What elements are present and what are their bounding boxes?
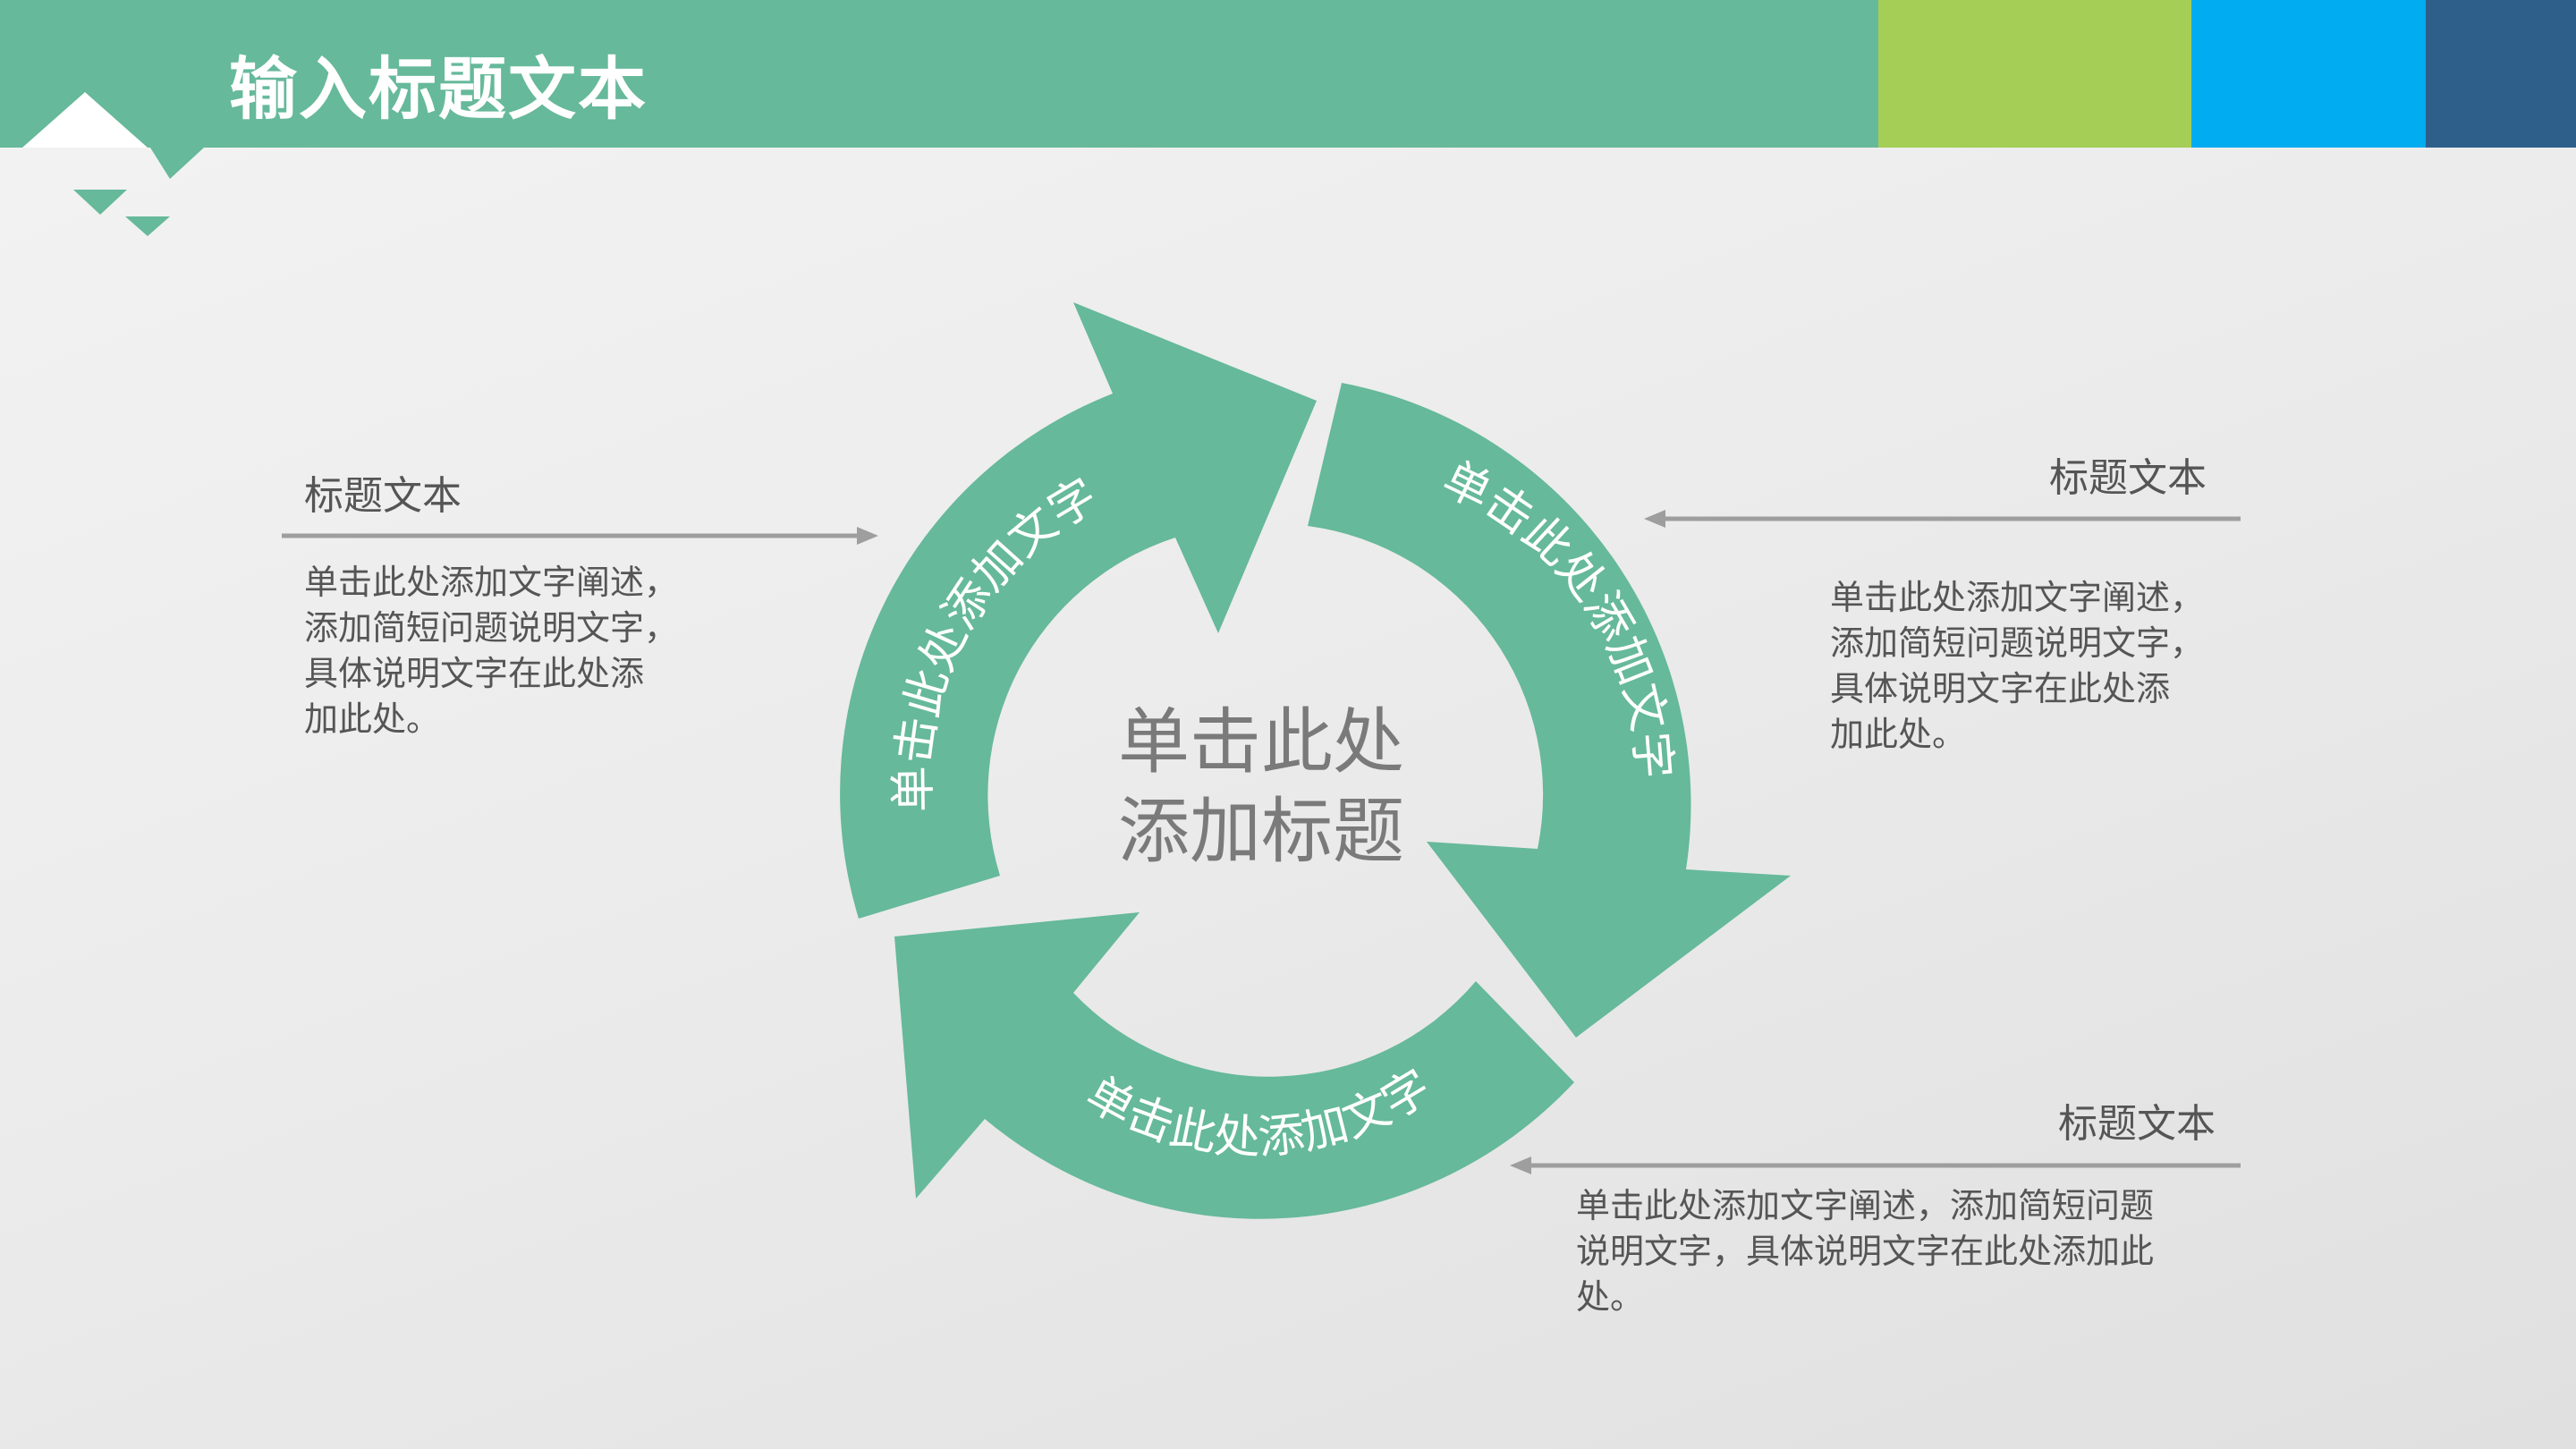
callout-body-line: 添加简短问题说明文字， — [304, 608, 679, 648]
center-title-line: 添加标题 — [1118, 790, 1404, 873]
callout-body-line: 处。 — [1576, 1277, 1645, 1317]
cycle-arrow-bottom — [894, 912, 1574, 1219]
connector-arrow-right-top — [1644, 510, 2241, 528]
callout-title-right-bottom: 标题文本 — [2058, 1101, 2216, 1147]
center-title-line: 单击此处 — [1118, 700, 1404, 784]
header-stripe-navy — [2426, 0, 2576, 148]
center-title: 单击此处 添加标题 — [1038, 698, 1485, 877]
callout-body-line: 单击此处添加文字阐述， — [304, 563, 679, 602]
callout-title-right-top: 标题文本 — [2049, 455, 2207, 501]
header-stripe-blue — [2191, 0, 2426, 148]
connector-arrow-left — [282, 527, 878, 545]
callout-body-line: 具体说明文字在此处添 — [304, 654, 645, 693]
cycle-arrow-upper-left — [840, 302, 1317, 919]
page-title: 输入标题文本 — [229, 49, 648, 129]
callout-body-line: 添加简短问题说明文字， — [1830, 623, 2205, 663]
corner-triangles-decoration — [22, 92, 204, 236]
callout-body-right-top: 单击此处添加文字阐述， 添加简短问题说明文字， 具体说明文字在此处添 加此处。 — [1830, 575, 2204, 758]
callout-body-line: 具体说明文字在此处添 — [1830, 669, 2171, 708]
callout-body-right-bottom: 单击此处添加文字阐述，添加简短问题 说明文字，具体说明文字在此处添加此 处。 — [1576, 1183, 2154, 1320]
callout-title-left: 标题文本 — [304, 473, 462, 519]
callout-body-line: 加此处。 — [1830, 715, 1967, 754]
callout-body-line: 说明文字，具体说明文字在此处添加此 — [1576, 1232, 2155, 1271]
callout-body-line: 单击此处添加文字阐述， — [1830, 578, 2205, 617]
callout-body-line: 加此处。 — [304, 699, 441, 739]
callout-body-left: 单击此处添加文字阐述， 添加简短问题说明文字， 具体说明文字在此处添 加此处。 — [304, 560, 678, 742]
connector-arrow-right-bottom — [1510, 1157, 2241, 1174]
cycle-diagram: 单击此处添加文字 单击此处添加文字 单击此处添加文字 — [840, 302, 1791, 1219]
cycle-arrow-right — [1308, 383, 1791, 1038]
callout-body-line: 单击此处添加文字阐述，添加简短问题 — [1576, 1186, 2155, 1225]
header-bar — [0, 0, 1878, 148]
header-stripe-green — [1878, 0, 2191, 148]
